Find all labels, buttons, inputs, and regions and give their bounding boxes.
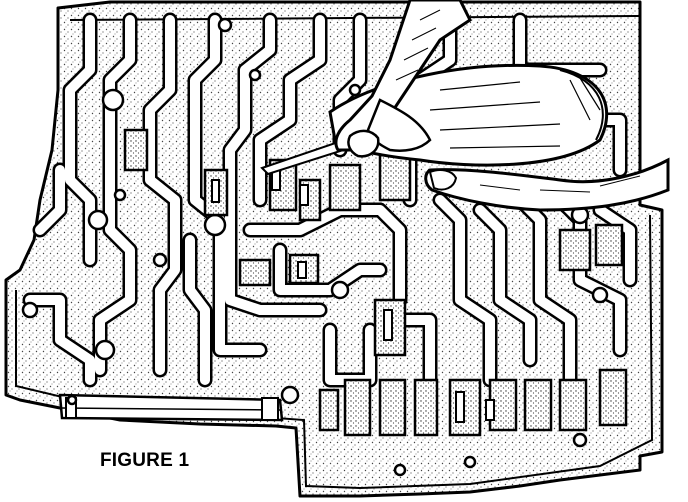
- spool-details: [211, 169, 495, 423]
- figure-caption: FIGURE 1: [100, 450, 190, 471]
- hand-holding-pick-tool-icon: [260, 0, 670, 212]
- bottom-rail: [58, 393, 284, 422]
